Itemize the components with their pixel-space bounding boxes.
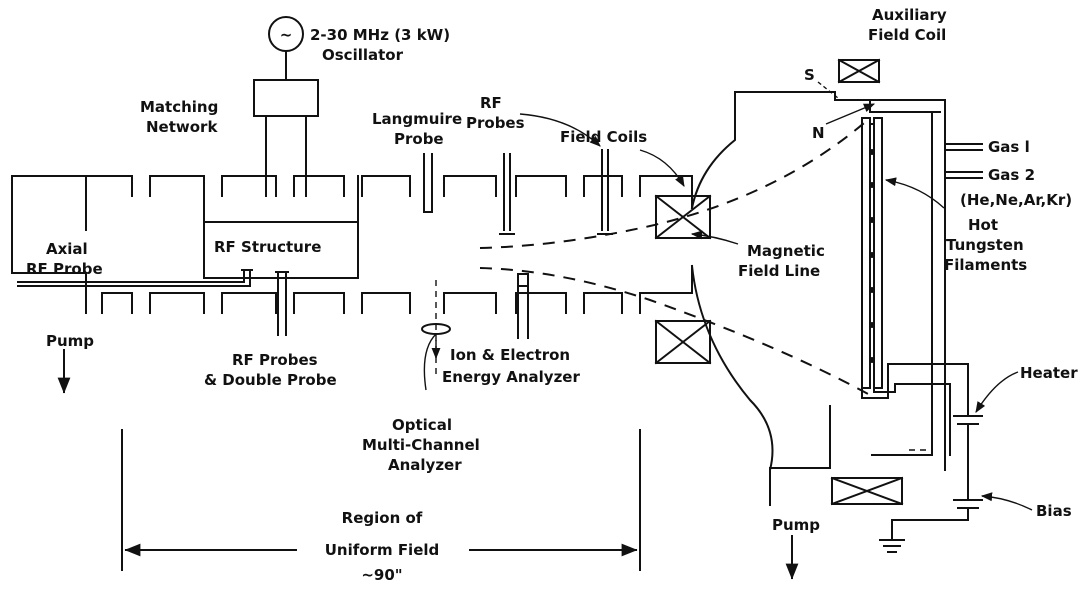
region-label-3: ~90": [361, 566, 402, 584]
rf-probe-upper-2: [597, 149, 613, 235]
magnetic-label-2: Field Line: [738, 262, 820, 280]
langmuire-probe: [423, 153, 433, 213]
filaments-label-2: Tungsten: [946, 236, 1024, 254]
filaments-label-3: Filaments: [944, 256, 1027, 274]
rf-structure: [203, 175, 359, 279]
chamber-upper-wall: [11, 91, 836, 274]
matching-network-label-2: Network: [146, 118, 218, 136]
heater-label: Heater: [1020, 364, 1078, 382]
pump-left-label: Pump: [46, 332, 94, 350]
pump-right-label: Pump: [772, 516, 820, 534]
axial-probe-label-2: RF Probe: [26, 260, 103, 278]
energy-analyzer-probe: [517, 273, 529, 339]
uniform-field-dimension: [121, 429, 641, 571]
oscillator-symbol: ~: [280, 26, 293, 44]
optical-lens: [421, 280, 451, 375]
auxiliary-field-coil: [837, 58, 881, 84]
analyzer-label-1: Ion & Electron: [450, 346, 570, 364]
pole-s-label: S: [804, 66, 815, 84]
oscillator-label-2: Oscillator: [322, 46, 404, 64]
pole-n-label: N: [812, 124, 825, 142]
magnetic-field-line-lower: [479, 267, 871, 396]
field-coil-lower: [654, 319, 712, 365]
matching-network-label-1: Matching: [140, 98, 218, 116]
region-label-2: Uniform Field: [325, 541, 440, 559]
gas2-label: Gas 2: [988, 166, 1035, 184]
gas-inlet-1: [945, 143, 983, 151]
matching-network-box: [253, 79, 319, 177]
magnetic-field-line-upper: [479, 117, 871, 249]
source-chamber: [769, 91, 946, 506]
gas-inlet-2: [945, 171, 983, 179]
heater-bias-circuit: [879, 363, 983, 553]
aux-coil-label-2: Field Coil: [868, 26, 946, 44]
langmuire-label-2: Probe: [394, 130, 444, 148]
langmuire-label-1: Langmuire: [372, 110, 462, 128]
rf-structure-label: RF Structure: [214, 238, 321, 256]
filaments-label-1: Hot: [968, 216, 998, 234]
optical-label-3: Analyzer: [388, 456, 462, 474]
aux-coil-label-1: Auxiliary: [872, 6, 947, 24]
bias-label: Bias: [1036, 502, 1072, 520]
rf-probes-bottom-label-2: & Double Probe: [204, 371, 337, 389]
filament-shield-dashed: [880, 111, 933, 451]
chamber-lower-wall: [11, 264, 831, 471]
rf-probes-bottom-label-1: RF Probes: [232, 351, 318, 369]
rf-probe-upper-1: [499, 153, 515, 235]
oscillator-label-1: 2-30 MHz (3 kW): [310, 26, 450, 44]
rf-double-probe: [275, 271, 289, 336]
axial-rf-probe: [17, 269, 253, 287]
rf-probes-top-label-2: Probes: [466, 114, 525, 132]
rf-probes-top-label-1: RF: [480, 94, 502, 112]
field-coil-upper: [654, 194, 712, 240]
field-coils-label: Field Coils: [560, 128, 647, 146]
oscillator: ~: [268, 16, 304, 81]
analyzer-label-2: Energy Analyzer: [442, 368, 580, 386]
optical-label-2: Multi-Channel: [362, 436, 480, 454]
magnetic-label-1: Magnetic: [747, 242, 825, 260]
optical-label-1: Optical: [392, 416, 452, 434]
region-label-1: Region of: [342, 509, 423, 527]
axial-probe-label-1: Axial: [46, 240, 88, 258]
gas-species-label: (He,Ne,Ar,Kr): [960, 191, 1072, 209]
lower-aux-coil: [830, 476, 904, 506]
gas1-label: Gas l: [988, 138, 1030, 156]
tungsten-filament-assembly: [861, 117, 906, 399]
